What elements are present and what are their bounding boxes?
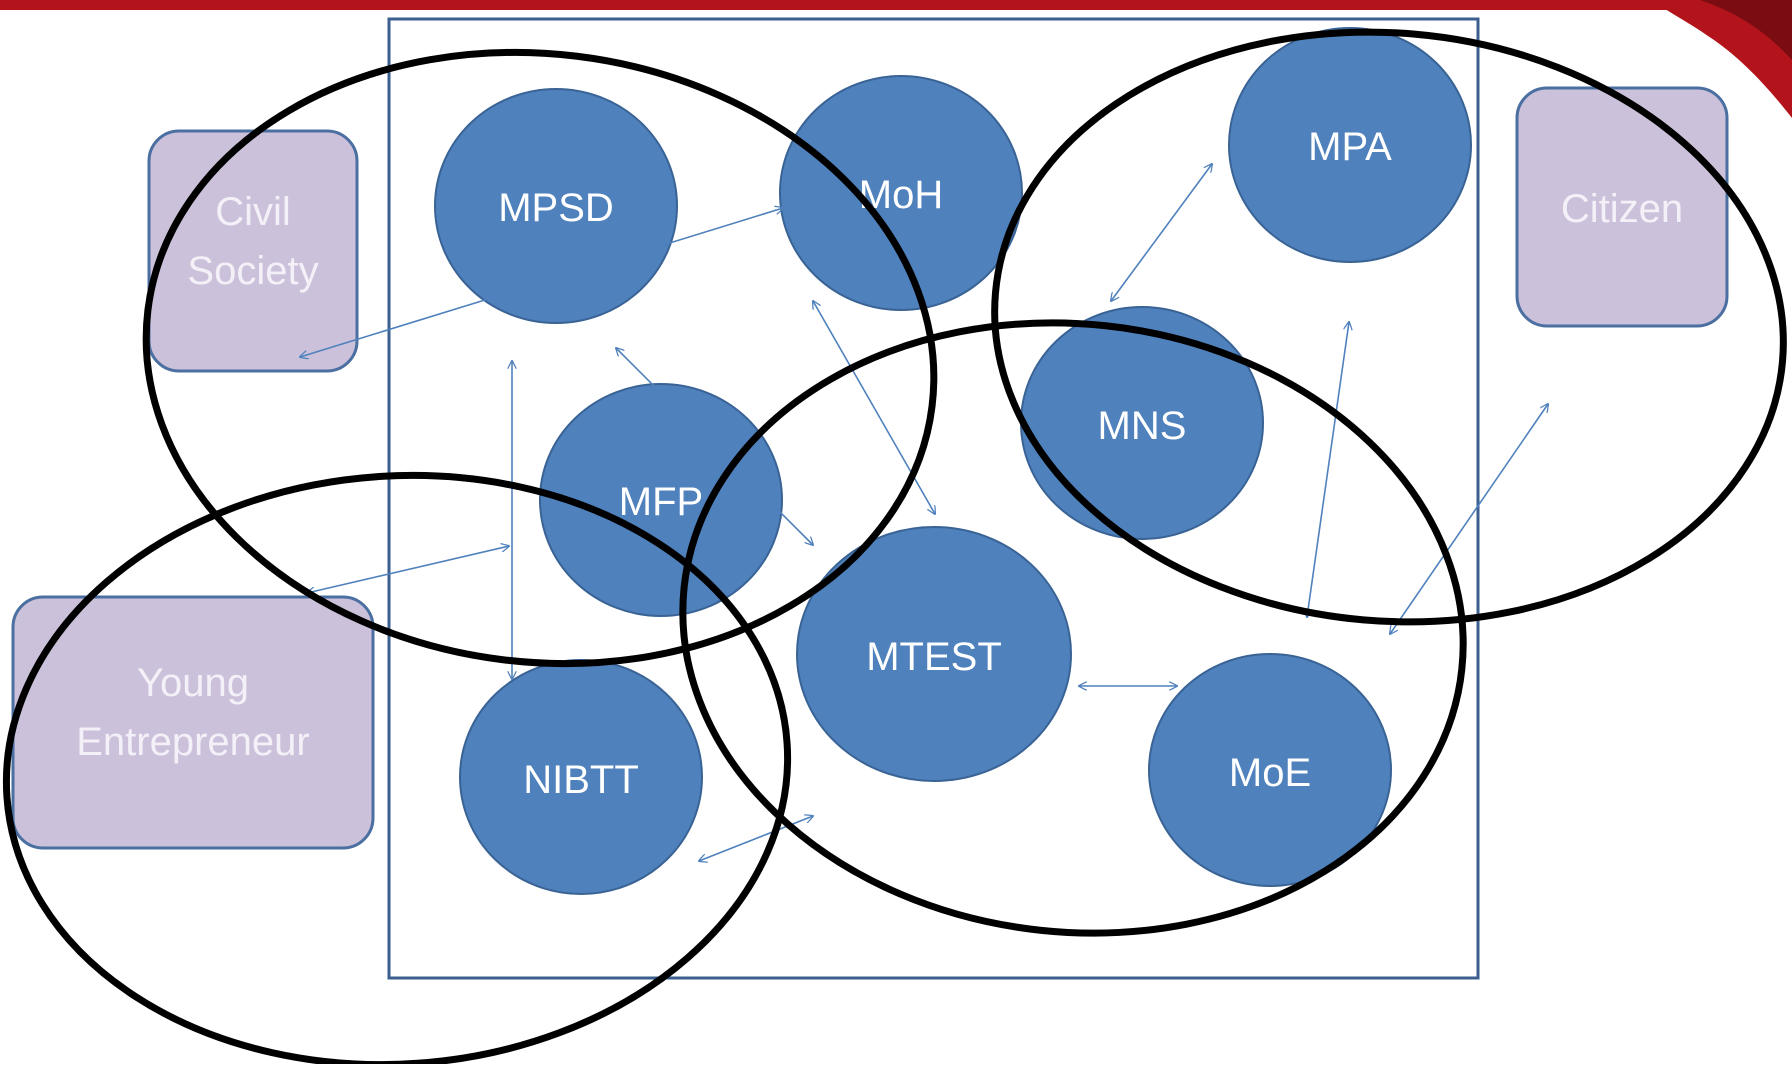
node-nibtt: NIBTT: [459, 659, 703, 895]
top-banner-bar: [0, 0, 1792, 10]
connector-nibtt-mtest: [699, 816, 813, 861]
connector-civil-society-moh: [300, 208, 783, 357]
citizen-label: Citizen: [1561, 187, 1683, 231]
connector-citizen-moe: [1390, 404, 1548, 634]
connector-mpa-mns: [1111, 164, 1212, 301]
civil-society-label-line2: Society: [187, 249, 318, 293]
connector-mpa-moe: [1307, 322, 1349, 617]
node-moe-label: MoE: [1229, 751, 1311, 795]
node-mpsd: MPSD: [434, 88, 678, 324]
node-mpa: MPA: [1228, 27, 1472, 263]
node-mfp-label: MFP: [619, 480, 703, 524]
cluster-ring-center: [679, 319, 1467, 937]
node-mns: MNS: [1020, 306, 1264, 540]
node-moh: MoH: [779, 75, 1023, 311]
young-entrepreneur-label-line1: Young: [137, 661, 249, 705]
corner-brush-decoration: [1652, 0, 1792, 118]
node-mtest: MTEST: [796, 526, 1072, 782]
corner-brush-shadow: [1700, 0, 1792, 60]
stakeholder-civil-society: Civil Society: [147, 129, 359, 373]
node-mpsd-label: MPSD: [498, 186, 614, 230]
civil-society-label-line1: Civil: [215, 190, 291, 234]
cluster-ring-upper-right: [991, 28, 1787, 626]
node-mns-label: MNS: [1098, 404, 1187, 448]
stakeholder-young-entrepreneur: Young Entrepreneur: [11, 595, 375, 850]
connector-young-entrepreneur-mfp: [307, 546, 509, 593]
node-mpa-label: MPA: [1308, 125, 1392, 169]
connector-mpsd-mtest: [616, 348, 813, 545]
node-moe: MoE: [1148, 653, 1392, 887]
node-nibtt-label: NIBTT: [523, 758, 639, 802]
cluster-ring-lower-left: [2, 471, 792, 1069]
young-entrepreneur-label-line2: Entrepreneur: [76, 720, 309, 764]
cluster-ring-upper-left: [142, 48, 938, 668]
connector-moh-mtest: [813, 301, 935, 514]
stakeholder-citizen: Citizen: [1515, 86, 1729, 328]
node-mtest-label: MTEST: [866, 635, 1002, 679]
